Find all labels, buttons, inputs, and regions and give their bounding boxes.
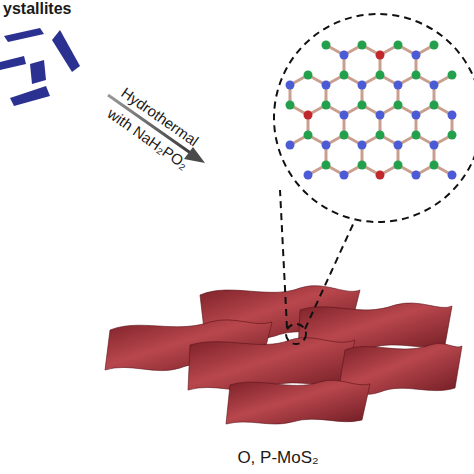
atom (322, 161, 331, 170)
atom (412, 111, 421, 120)
magnifier (274, 14, 474, 344)
atom (304, 111, 313, 120)
product-label: O, P-MoS₂ (237, 448, 318, 468)
atom (358, 81, 367, 90)
atom (286, 141, 295, 150)
atom (448, 171, 457, 180)
atom (358, 161, 367, 170)
atom (412, 131, 421, 140)
atom (376, 171, 385, 180)
atom (304, 131, 313, 140)
atom (358, 101, 367, 110)
atom (412, 171, 421, 180)
atom (322, 141, 331, 150)
atom (340, 171, 349, 180)
atom (358, 41, 367, 50)
atom (340, 131, 349, 140)
atom (376, 111, 385, 120)
atom (286, 101, 295, 110)
atom (376, 71, 385, 80)
atom (412, 71, 421, 80)
atom (340, 111, 349, 120)
atom (394, 161, 403, 170)
atom (322, 41, 331, 50)
atom (448, 111, 457, 120)
atom (322, 81, 331, 90)
atom (430, 101, 439, 110)
atom (322, 101, 331, 110)
mos2-sheets (105, 286, 462, 424)
atom (304, 71, 313, 80)
atom (394, 41, 403, 50)
atom (394, 81, 403, 90)
molecular-lattice (286, 41, 457, 180)
atom (304, 171, 313, 180)
atom (394, 141, 403, 150)
atom (430, 81, 439, 90)
atom (430, 161, 439, 170)
atom (340, 51, 349, 60)
crystallites (0, 28, 80, 106)
atom (376, 131, 385, 140)
atom (394, 101, 403, 110)
atom (412, 51, 421, 60)
atom (376, 51, 385, 60)
atom (358, 141, 367, 150)
atom (430, 141, 439, 150)
atom (448, 71, 457, 80)
atom (430, 41, 439, 50)
material-label: ystallites (3, 0, 71, 18)
atom (448, 131, 457, 140)
atom (286, 81, 295, 90)
atom (340, 71, 349, 80)
